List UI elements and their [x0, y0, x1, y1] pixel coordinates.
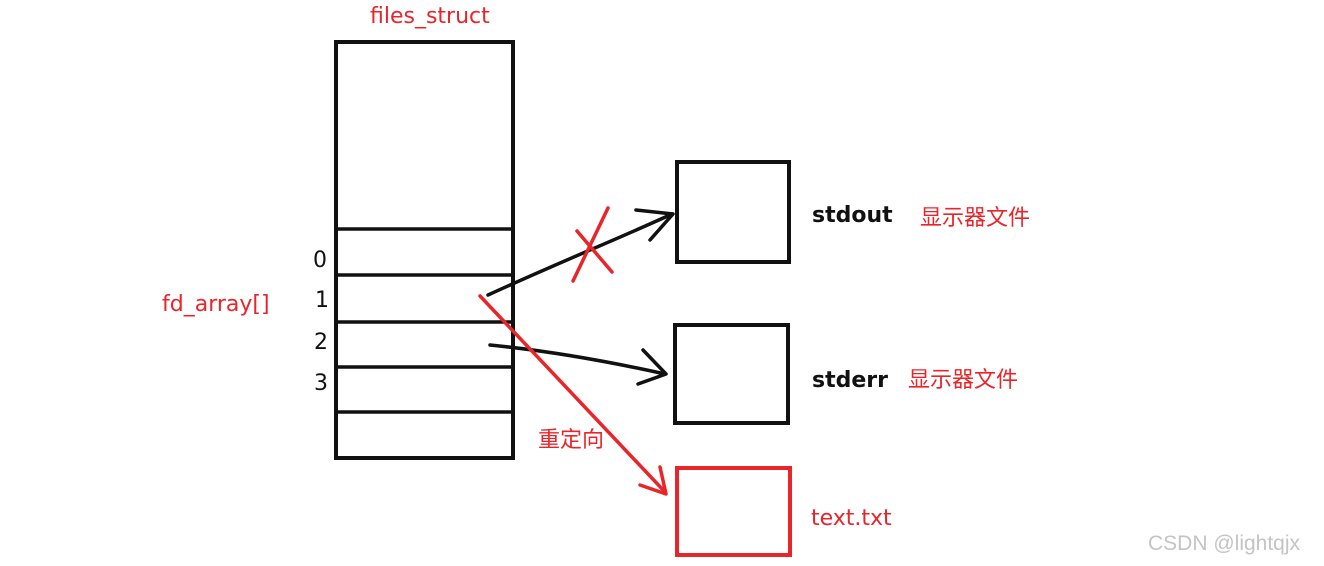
stdout-label: stdout — [812, 203, 893, 228]
arrowhead-stdout — [634, 208, 675, 242]
arrowhead-file — [638, 465, 668, 496]
cross-mark-a — [575, 229, 614, 274]
cross-mark-b — [571, 206, 610, 283]
text-file-label: text.txt — [811, 506, 892, 531]
arrowhead-stderr — [636, 348, 668, 386]
redirect-label: 重定向 — [538, 428, 605, 453]
arrow-fd1-redirect-to-file — [478, 294, 667, 494]
fd-index-0: 0 — [313, 248, 327, 273]
files-struct-title: files_struct — [370, 4, 490, 29]
arrow-fd1-to-stdout — [486, 212, 674, 297]
stderr-box — [673, 323, 790, 425]
fd-index-1: 1 — [315, 288, 329, 313]
stderr-desc: 显示器文件 — [908, 368, 1019, 393]
stdout-box — [675, 160, 791, 264]
fd-array-label: fd_array[] — [162, 292, 270, 317]
fd-index-3: 3 — [314, 371, 328, 396]
files-struct-box — [334, 40, 515, 460]
arrow-fd2-to-stderr — [488, 343, 667, 376]
stdout-desc: 显示器文件 — [920, 206, 1031, 231]
stderr-label: stderr — [812, 368, 888, 393]
watermark: CSDN @lightqjx — [1148, 532, 1301, 555]
fd-index-2: 2 — [314, 330, 328, 355]
text-file-box — [675, 466, 792, 557]
